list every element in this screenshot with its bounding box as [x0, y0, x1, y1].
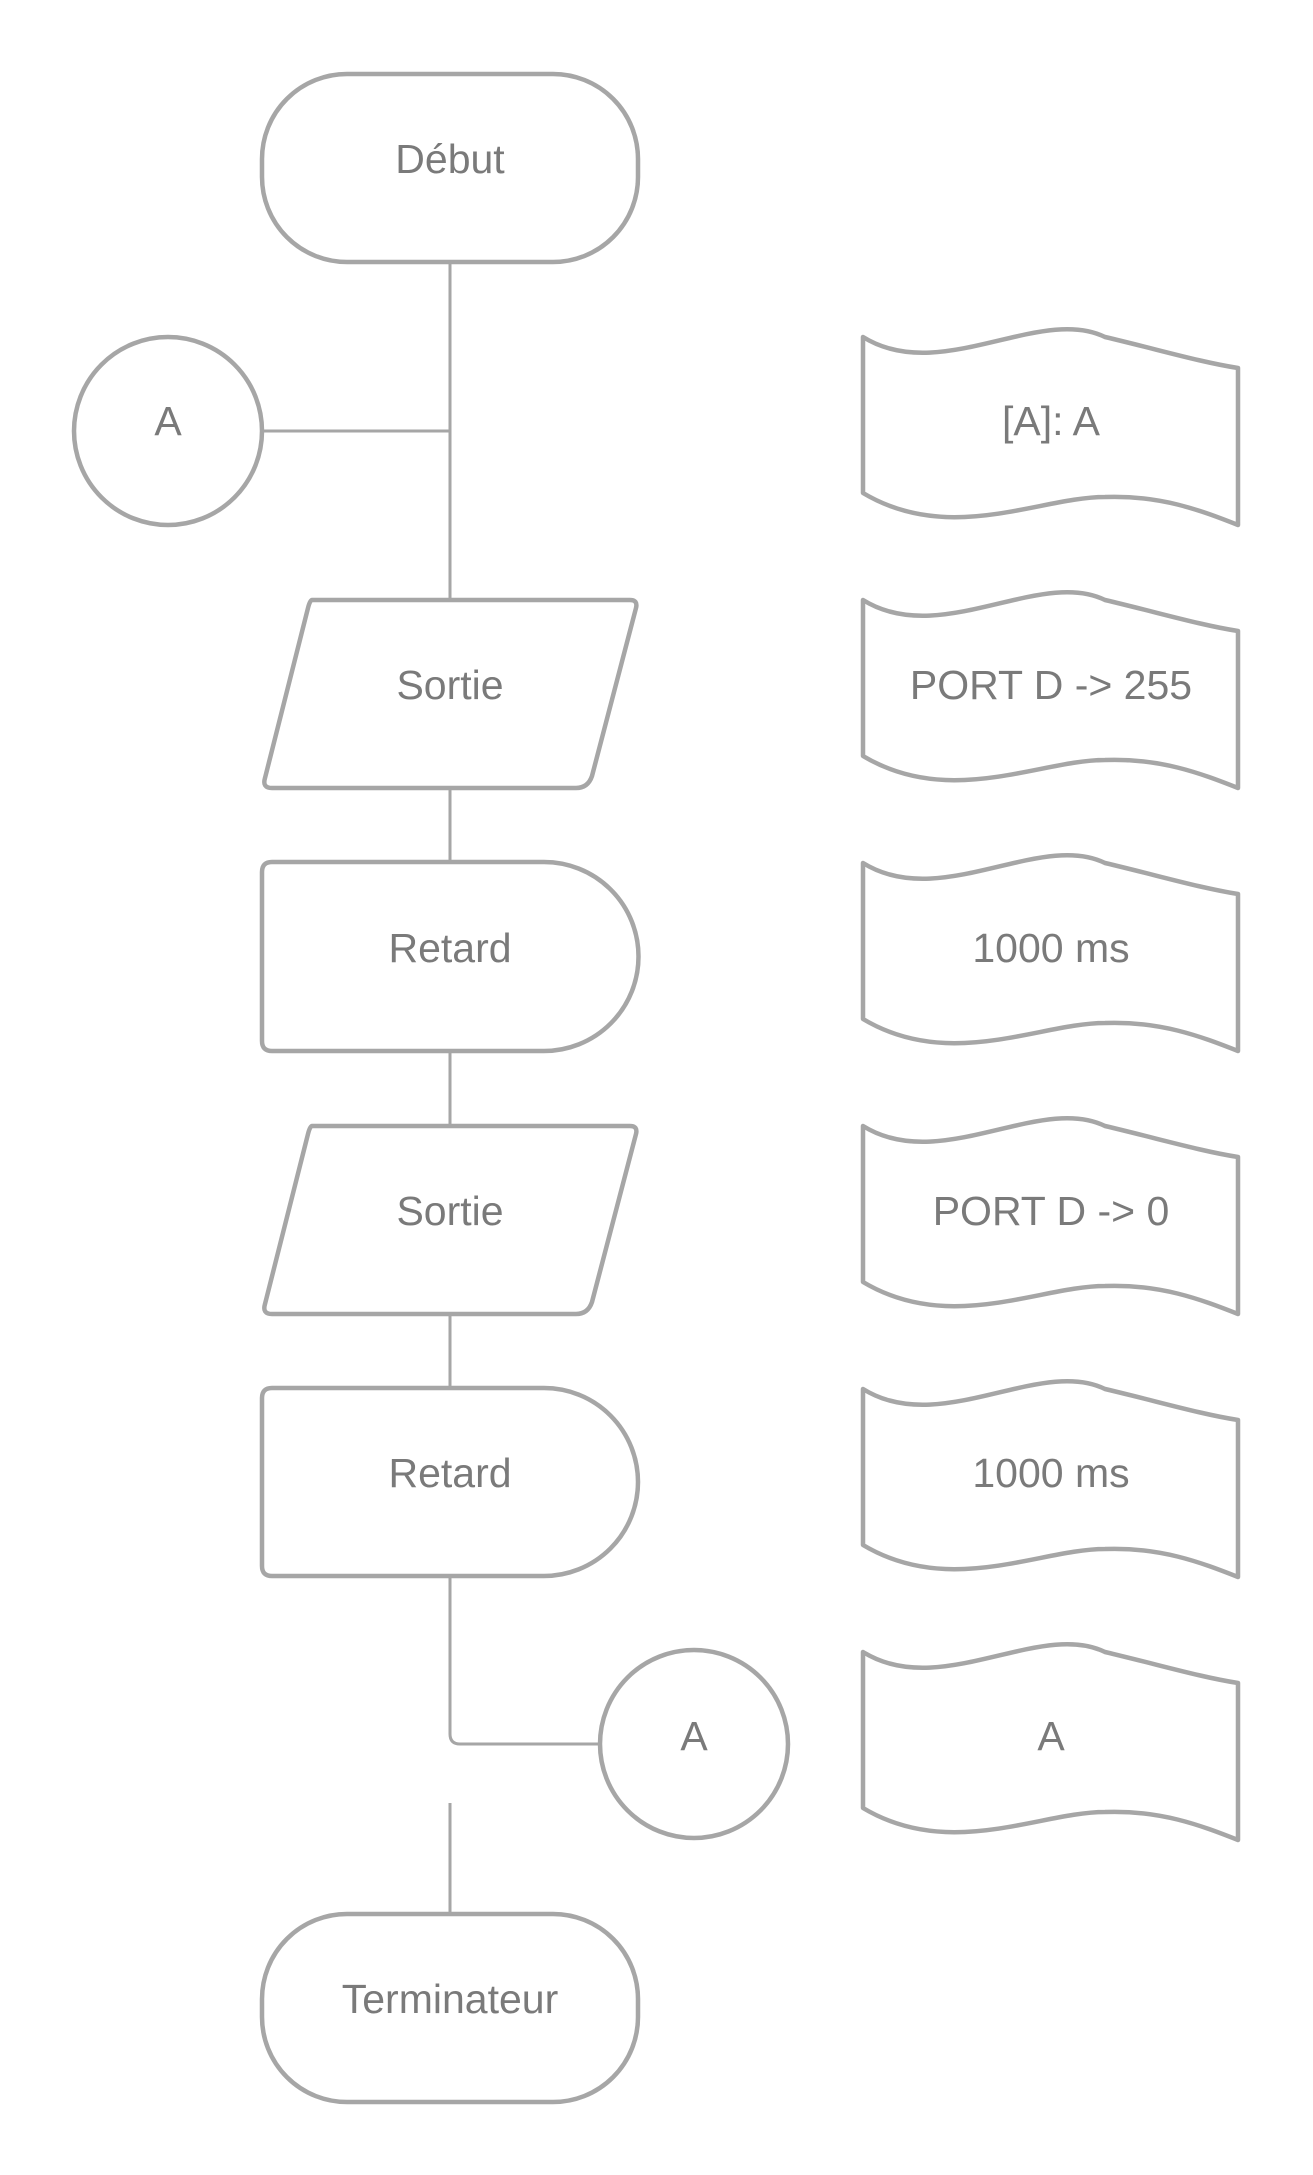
note-3[interactable]: 1000 ms — [860, 852, 1241, 1054]
output-block-2[interactable]: Sortie — [262, 1123, 639, 1317]
connector-a-out-label: A — [680, 1713, 708, 1759]
output-2-label: Sortie — [396, 1188, 503, 1234]
note-4[interactable]: PORT D -> 0 — [860, 1115, 1241, 1317]
end-label: Terminateur — [342, 1976, 558, 2022]
delay-block-2[interactable]: Retard — [259, 1385, 641, 1579]
end-terminator[interactable]: Terminateur — [259, 1911, 641, 2105]
note-4-label: PORT D -> 0 — [933, 1188, 1170, 1234]
output-block-1[interactable]: Sortie — [262, 597, 639, 791]
connector-lines — [262, 262, 600, 1914]
note-1[interactable]: [A]: A — [860, 326, 1241, 528]
start-terminator[interactable]: Début — [259, 71, 641, 265]
note-2-label: PORT D -> 255 — [910, 662, 1192, 708]
output-1-label: Sortie — [396, 662, 503, 708]
note-3-label: 1000 ms — [972, 925, 1129, 971]
note-5[interactable]: 1000 ms — [860, 1378, 1241, 1580]
note-6[interactable]: A — [860, 1641, 1241, 1843]
off-page-connector-a-out[interactable]: A — [597, 1647, 791, 1841]
start-label: Début — [395, 136, 505, 182]
note-5-label: 1000 ms — [972, 1450, 1129, 1496]
note-6-label: A — [1037, 1713, 1065, 1759]
off-page-connector-a-in[interactable]: A — [71, 334, 265, 528]
note-1-label: [A]: A — [1002, 398, 1101, 444]
note-2[interactable]: PORT D -> 255 — [860, 589, 1241, 791]
delay-1-label: Retard — [388, 925, 511, 971]
connector-a-in-label: A — [154, 398, 182, 444]
delay-2-label: Retard — [388, 1450, 511, 1496]
delay-block-1[interactable]: Retard — [259, 859, 641, 1054]
edge-delay-2-to-connector-a-out — [448, 1576, 600, 1746]
